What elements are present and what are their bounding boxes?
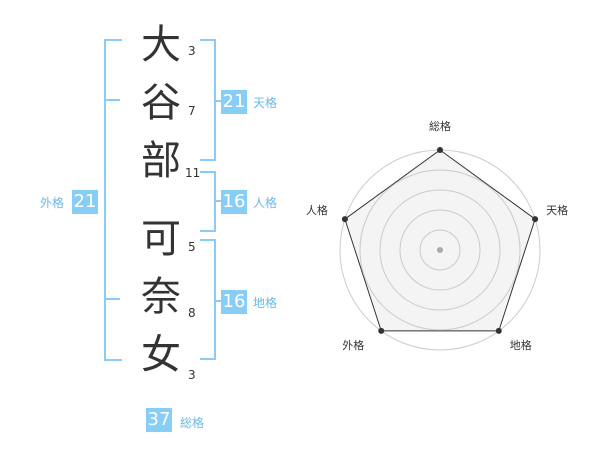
gaikaku-badge: 21 [72, 190, 98, 214]
radar-axis-label-3: 地格 [510, 338, 532, 352]
tenkaku-tick [216, 100, 222, 102]
tenkaku-label: 天格 [253, 96, 278, 110]
gaikaku-label: 外格 [40, 196, 65, 210]
radar-inner-ring-4 [359, 169, 521, 331]
jinkaku-badge: 16 [221, 190, 247, 214]
soukaku-label: 総格 [180, 416, 205, 430]
chikaku-tick [216, 300, 222, 302]
radar-center-dot [437, 247, 443, 253]
radar-axis-label-2: 天格 [546, 203, 568, 217]
stroke-count-6: 3 [188, 368, 196, 382]
radar-point-1 [437, 147, 443, 153]
chikaku-label: 地格 [253, 296, 278, 310]
name-char-1: 大 [141, 22, 181, 68]
stroke-count-5: 8 [188, 306, 196, 320]
radar-point-5 [341, 216, 348, 223]
name-char-5: 奈 [141, 274, 181, 320]
gaikaku-tick-top [106, 99, 120, 101]
radar-point-4 [378, 327, 385, 334]
stroke-count-2: 7 [188, 104, 196, 118]
name-char-4: 可 [141, 216, 181, 262]
stroke-count-3: 11 [185, 166, 201, 180]
radar-data-polygon [344, 149, 536, 332]
tenkaku-bracket [200, 39, 216, 161]
radar-inner-ring-3 [379, 189, 501, 311]
gaikaku-tick-bottom [106, 298, 120, 300]
name-char-3: 部 [141, 138, 181, 184]
radar-point-3 [495, 327, 502, 334]
soukaku-badge: 37 [146, 408, 172, 432]
jinkaku-tick [216, 200, 222, 202]
radar-axis-label-1: 総格 [429, 119, 451, 133]
chikaku-badge: 16 [221, 290, 247, 314]
jinkaku-bracket [200, 171, 216, 232]
stroke-count-4: 5 [188, 240, 196, 254]
radar-inner-ring-1 [419, 229, 461, 271]
radar-axis-label-4: 外格 [342, 338, 364, 352]
name-char-6: 女 [141, 332, 181, 378]
radar-axis-label-5: 人格 [306, 203, 328, 217]
stroke-count-1: 3 [188, 44, 196, 58]
radar-point-2 [532, 216, 539, 223]
name-char-2: 谷 [141, 80, 181, 126]
jinkaku-label: 人格 [253, 196, 278, 210]
radar-inner-ring-2 [399, 209, 481, 291]
chikaku-bracket [200, 239, 216, 360]
gaikaku-bracket [104, 39, 122, 361]
tenkaku-badge: 21 [221, 90, 247, 114]
